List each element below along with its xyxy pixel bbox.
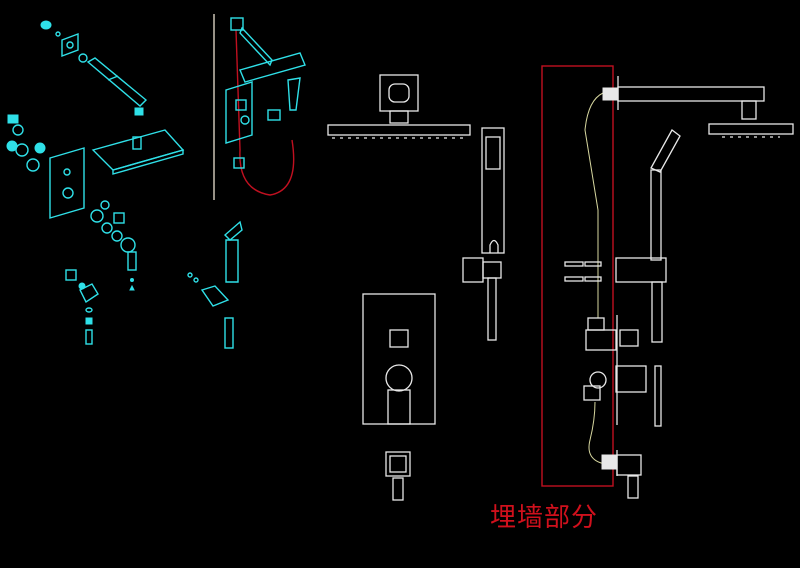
hand-shower-side [615,129,681,343]
assembled-isometric-view [213,14,306,200]
shower-arm-exploded [40,20,148,116]
cover-plate-exploded [49,147,85,219]
diverter-valve-exploded [6,114,46,172]
front-elevation-view [327,74,505,501]
valve-plate-front [362,293,436,425]
shower-arm-side [602,76,794,138]
wall-outlet-front [385,451,411,501]
hand-shower-exploded [187,220,243,349]
handle-exploded [90,200,137,291]
side-elevation-view [541,65,794,499]
wall-outlet-side [601,450,642,499]
lower-hose [588,401,606,465]
rain-head-front [327,74,471,139]
wall-outlet-exploded [65,269,99,345]
wall-anchors [564,261,602,282]
embedded-part-label: 埋墙部分 [490,503,599,533]
exploded-isometric-view [6,20,243,349]
upper-hose [584,92,604,318]
hose-red [235,29,295,196]
hand-shower-front [462,127,505,341]
embedded-zone-box [541,65,614,487]
rain-head-exploded [91,129,185,175]
valve-side [583,315,662,427]
